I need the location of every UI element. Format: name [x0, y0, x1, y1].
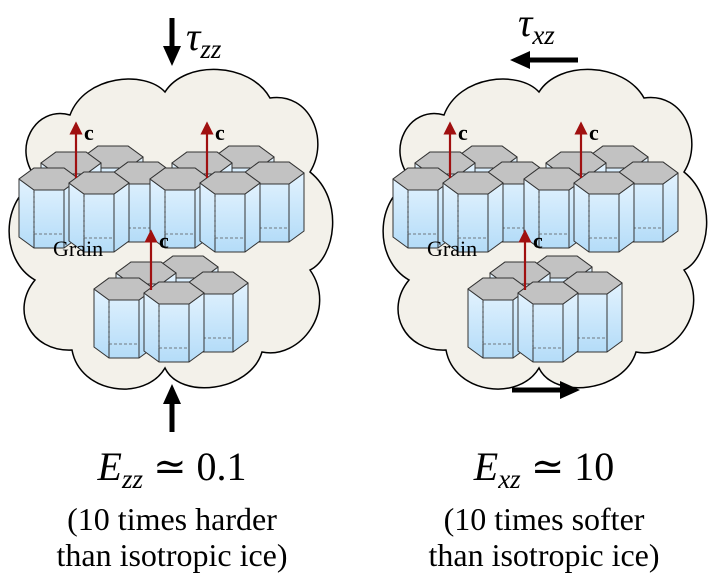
- left-grain-2: c: [150, 120, 304, 252]
- c-axis-label: c: [458, 120, 468, 145]
- stress-arrow-bottom: [163, 384, 181, 432]
- note-line-2: than isotropic ice): [56, 537, 287, 573]
- left-grain-1: c: [19, 120, 173, 252]
- shear-arrow-bottom: [512, 381, 580, 399]
- right-grain-3: c: [468, 228, 622, 362]
- note-line-2: than isotropic ice): [428, 537, 659, 573]
- right-panel: c c c Grain τxz Exz≃10 (10 times softer: [382, 0, 708, 573]
- c-axis-label: c: [84, 120, 94, 145]
- enhancement-factor: Exz≃10: [473, 444, 614, 494]
- note-line-1: (10 times softer: [444, 501, 645, 537]
- enhancement-factor: Ezz≃0.1: [97, 444, 247, 494]
- stress-arrow-top: [163, 18, 181, 66]
- right-grain-2: c: [524, 120, 678, 252]
- note-line-1: (10 times harder: [67, 501, 277, 537]
- right-grain-1: c: [393, 120, 547, 252]
- grain-label: Grain: [427, 236, 477, 261]
- left-grain-3: c: [94, 228, 248, 362]
- shear-arrow-top: [510, 51, 578, 69]
- left-panel: c c c Grain τzz Ezz≃0.1 (10 times harde: [8, 14, 334, 573]
- c-axis-label: c: [159, 228, 169, 253]
- c-axis-label: c: [533, 228, 543, 253]
- c-axis-label: c: [589, 120, 599, 145]
- c-axis-label: c: [215, 120, 225, 145]
- stress-label: τxz: [518, 0, 555, 50]
- grain-label: Grain: [53, 236, 103, 261]
- stress-label: τzz: [186, 14, 222, 64]
